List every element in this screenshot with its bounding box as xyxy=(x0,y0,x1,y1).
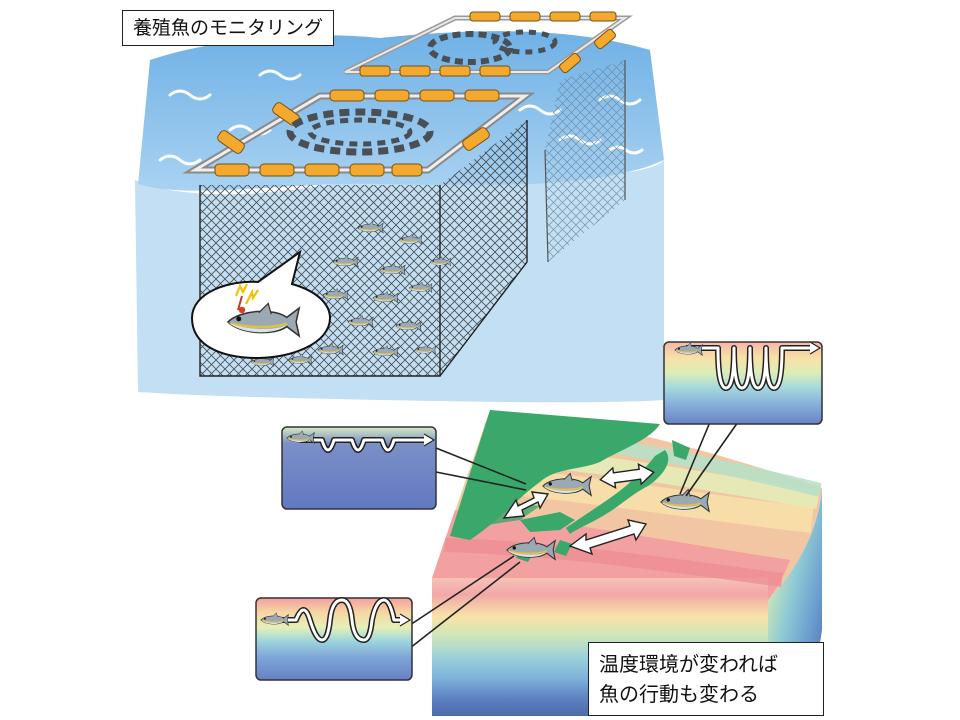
title-label: 養殖魚のモニタリング xyxy=(122,10,335,46)
front-raft xyxy=(182,89,536,177)
caption-box: 温度環境が変われば 魚の行動も変わる xyxy=(588,642,824,716)
caption-line-1: 温度環境が変われば xyxy=(599,652,778,676)
back-net xyxy=(545,60,625,262)
migration-arrows xyxy=(502,463,655,556)
inset-cold-water xyxy=(281,426,437,510)
arrow-icon xyxy=(568,519,648,556)
fish-farm xyxy=(135,11,664,403)
arrow-icon xyxy=(599,463,655,489)
tagged-fish-callout xyxy=(190,249,332,360)
tag-icon xyxy=(234,283,259,314)
arrow-icon xyxy=(502,491,550,519)
caption-line-2: 魚の行動も変わる xyxy=(599,682,759,706)
back-raft xyxy=(343,11,633,77)
inset-warm-water xyxy=(255,597,413,681)
inset-north-water xyxy=(663,341,823,425)
